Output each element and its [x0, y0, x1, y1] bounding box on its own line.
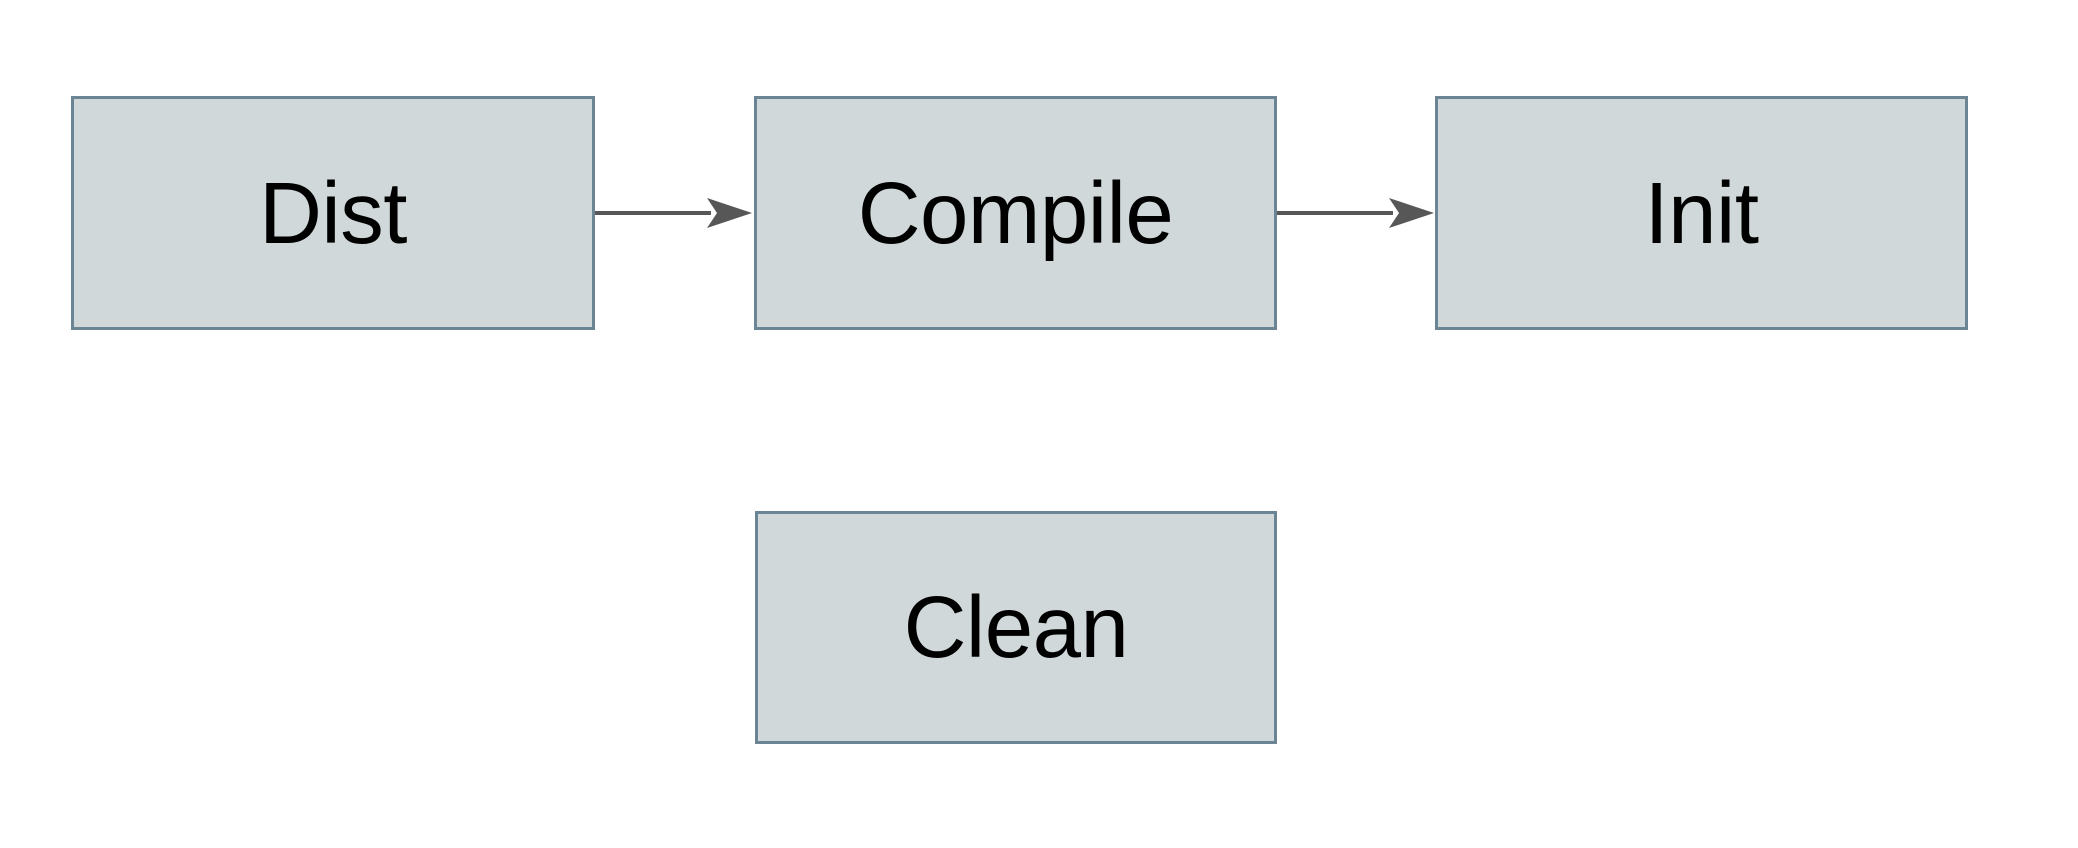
node-dist[interactable]: Dist — [71, 96, 595, 330]
edge-arrow-icon — [1277, 198, 1434, 228]
node-compile-label: Compile — [857, 164, 1174, 262]
node-init[interactable]: Init — [1435, 96, 1968, 330]
edge-dist-to-compile[interactable] — [595, 193, 755, 233]
node-clean[interactable]: Clean — [755, 511, 1277, 744]
node-init-label: Init — [1644, 164, 1759, 262]
node-compile[interactable]: Compile — [754, 96, 1277, 330]
node-dist-label: Dist — [259, 164, 407, 262]
edge-arrow-icon — [595, 198, 752, 228]
edge-compile-to-init[interactable] — [1277, 193, 1437, 233]
node-clean-label: Clean — [903, 579, 1129, 676]
